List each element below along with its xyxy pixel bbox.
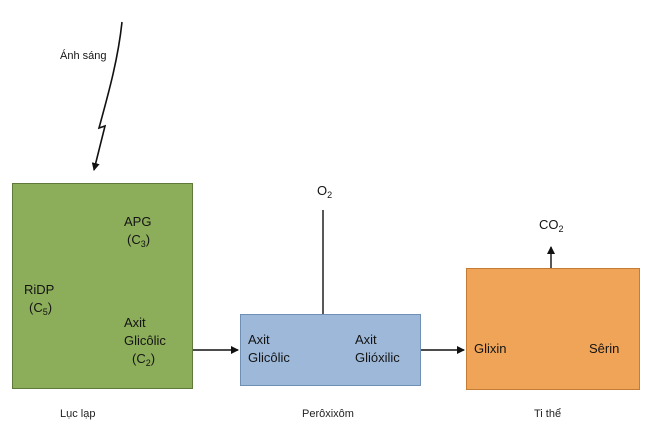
glycolic-line2: Glicôlic bbox=[124, 333, 166, 348]
glycolic-formula: (C2) bbox=[132, 351, 156, 368]
serin-label: Sêrin bbox=[589, 341, 620, 356]
peroxisome-glyoxylic-line2: Glióxilic bbox=[355, 350, 400, 365]
peroxisome-caption: Perôxixôm bbox=[302, 408, 354, 420]
o2-label: O2 bbox=[317, 183, 333, 200]
glixin-label: Glixin bbox=[474, 341, 507, 356]
light-lightning-arrow bbox=[91, 21, 123, 171]
ridp-formula: (C5) bbox=[29, 300, 53, 317]
mitochondrion-caption: Ti thể bbox=[534, 408, 562, 420]
light-label: Ánh sáng bbox=[60, 50, 107, 62]
ridp-label: RiDP bbox=[24, 282, 55, 297]
chloroplast-box bbox=[12, 183, 193, 389]
apg-label: APG bbox=[124, 214, 152, 229]
peroxisome-box bbox=[240, 314, 421, 386]
mitochondrion-box bbox=[466, 268, 640, 390]
co2-label: CO2 bbox=[539, 217, 564, 234]
peroxisome-glycolic-line2: Glicôlic bbox=[248, 350, 290, 365]
glycolic-line1: Axit bbox=[124, 315, 146, 330]
peroxisome-glycolic-line1: Axit bbox=[248, 332, 270, 347]
peroxisome-glyoxylic-line1: Axit bbox=[355, 332, 377, 347]
chloroplast-caption: Lục lạp bbox=[60, 408, 96, 420]
apg-formula: (C3) bbox=[127, 232, 151, 249]
